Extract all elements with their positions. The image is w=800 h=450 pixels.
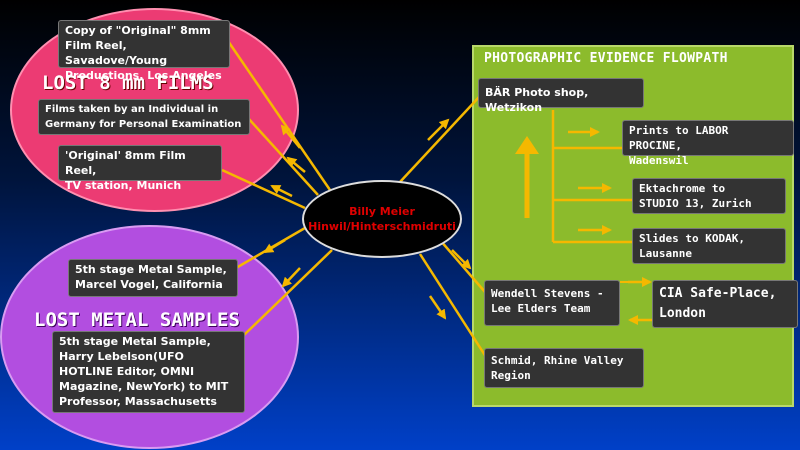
arrow-shop [427,118,450,141]
arrow-schmid [428,295,447,320]
flow-output-procine: Prints to LABOR PROCINE, Wadenswil [622,120,794,167]
connector-center-shop [399,95,481,183]
connector-center-films2 [247,117,319,196]
flow-shop: BÄR Photo shop, Wetzikon [478,78,644,114]
arrow-films2 [286,156,306,173]
flow-output-kodak: Slides to KODAK, Lausanne [632,228,786,264]
metal-item-vogel: 5th stage Metal Sample, Marcel Vogel, Ca… [68,259,238,297]
arrow-films3 [270,184,293,198]
film-item-germany: Films taken by an Individual in Germany … [38,99,250,135]
arrow-metal1 [263,238,286,254]
center-line-2: Hinwil/Hinterschmidruti [308,220,456,233]
arrow-team [451,249,472,270]
flow-cia: CIA Safe-Place, London [652,280,798,328]
flow-up-arrowhead [515,136,539,154]
film-item-munich: 'Original' 8mm Film Reel, TV station, Mu… [58,145,222,192]
connector-center-metal2 [243,249,333,336]
films-title: LOST 8 mm FILMS [42,72,214,94]
flow-team: Wendell Stevens - Lee Elders Team [484,280,620,326]
connector-center-films3 [221,168,306,210]
connector-center-schmid [418,253,490,361]
connector-center-team [439,239,486,293]
film-item-savadove: Copy of "Original" 8mm Film Reel, Savado… [58,20,230,82]
metal-title: LOST METAL SAMPLES [34,309,240,331]
connector-center-films1 [226,40,332,191]
center-line-1: Billy Meier [349,205,415,218]
metal-item-lebelson: 5th stage Metal Sample, Harry Lebelson(U… [52,331,245,413]
arrow-metal2 [281,267,301,288]
flow-schmid: Schmid, Rhine Valley Region [484,348,644,388]
center-node: Billy Meier Hinwil/Hinterschmidruti [302,180,462,258]
arrow-films1 [280,124,301,149]
flow-output-studio13: Ektachrome to STUDIO 13, Zurich [632,178,786,214]
flowpath-title: PHOTOGRAPHIC EVIDENCE FLOWPATH [484,51,728,66]
